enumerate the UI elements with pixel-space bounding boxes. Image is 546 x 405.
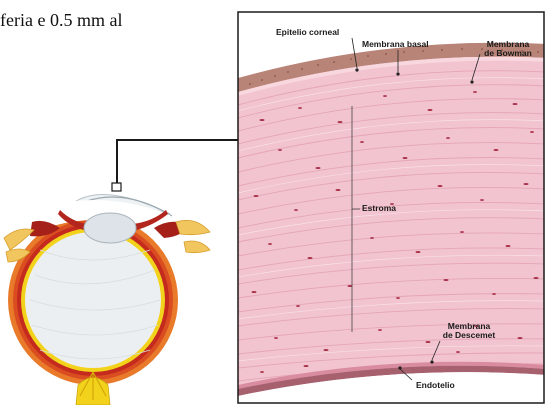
label-membrana-descemet: Membrana de Descemet xyxy=(436,322,502,340)
zoom-marker xyxy=(112,183,121,191)
label-membrana-bowman: Membrana de Bowman xyxy=(478,40,538,58)
label-membrana-basal: Membrana basal xyxy=(362,40,429,49)
label-membrana-descemet-line2: de Descemet xyxy=(436,331,502,340)
eyeball-illustration xyxy=(4,195,210,405)
label-estroma: Estroma xyxy=(362,204,396,213)
zoom-connector xyxy=(117,140,238,183)
muscle-right xyxy=(176,220,210,234)
label-membrana-bowman-line2: de Bowman xyxy=(478,49,538,58)
label-epitelio-corneal: Epitelio corneal xyxy=(276,28,339,37)
label-endotelio: Endotelio xyxy=(416,381,455,390)
lens xyxy=(84,213,136,243)
